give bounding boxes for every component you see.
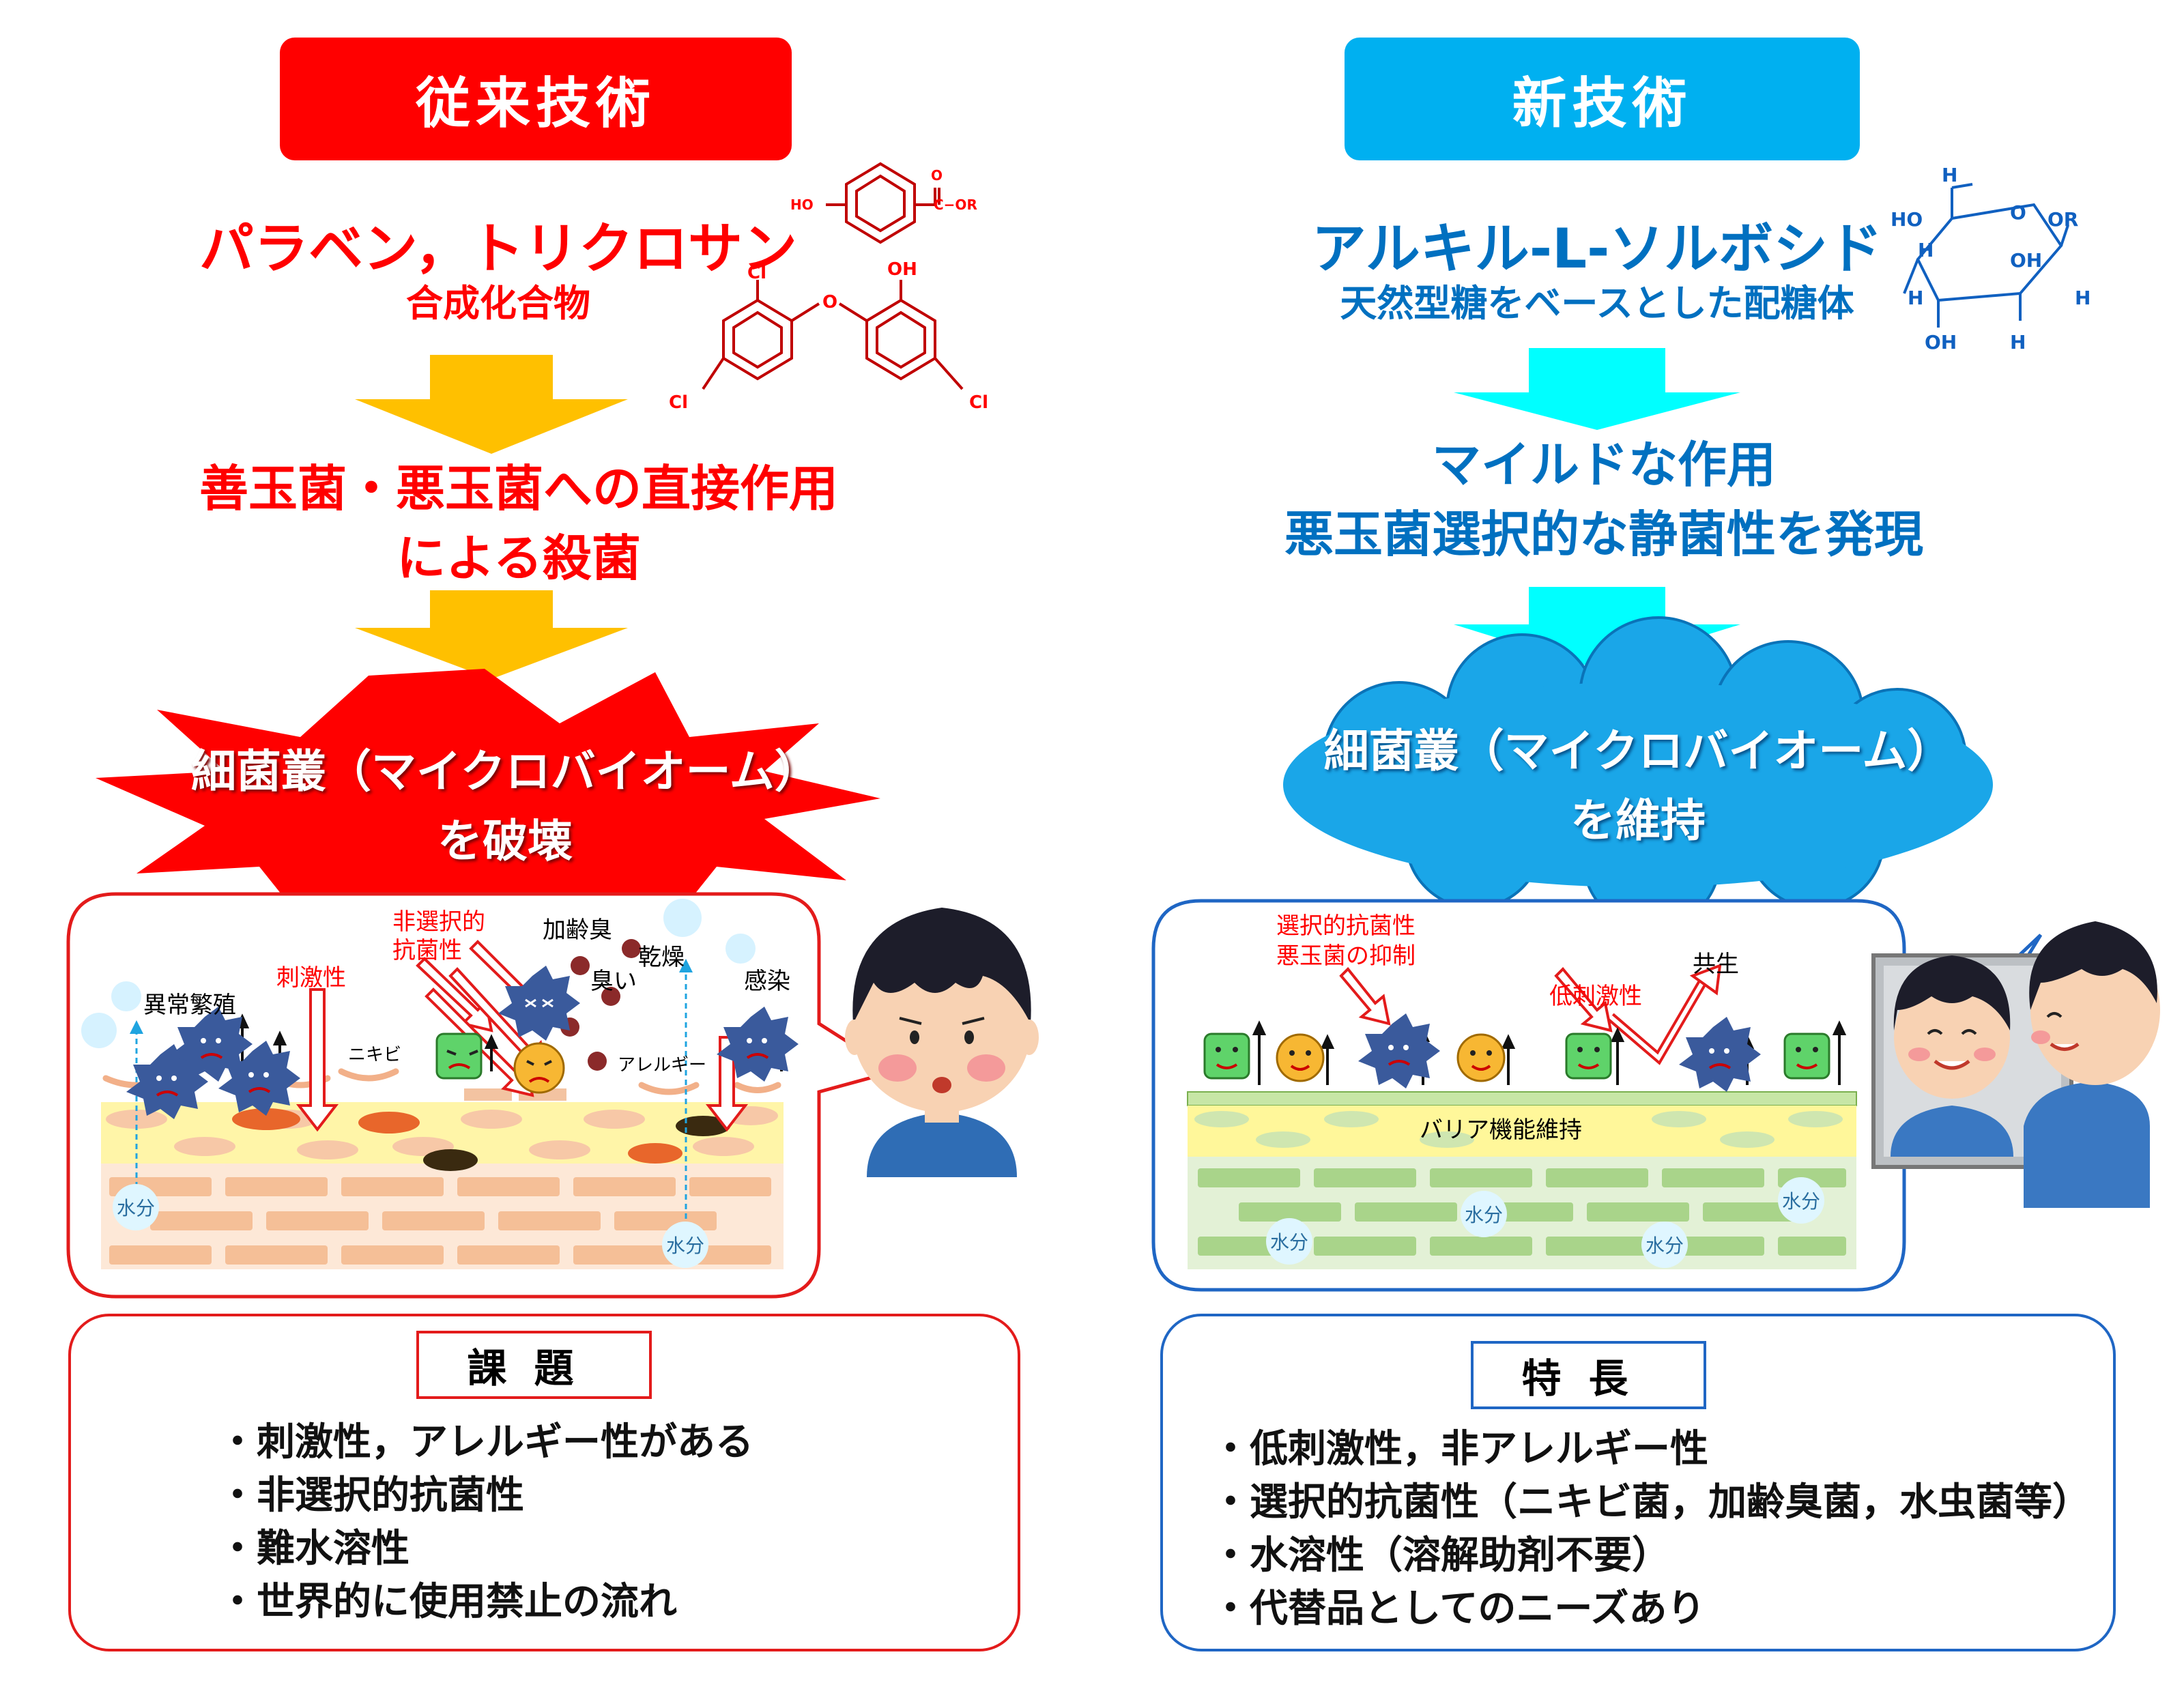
label-selective-antibacterial: 選択的抗菌性 悪玉菌の抑制 [1276,912,1416,970]
list-item: ・選択的抗菌性（ニキビ菌，加齢臭菌，水虫菌等） [1211,1480,2090,1525]
happy-good-bacteria-icon [1456,1033,1506,1082]
happy-good-bacteria-icon [1783,1033,1830,1080]
label-barrier: バリア機能維持 [1420,1116,1582,1144]
water-drop-icon: 水分 [113,1184,159,1230]
happy-good-bacteria-icon [1565,1033,1612,1080]
list-item: ・刺激性，アレルギー性がある [218,1420,753,1464]
chem-label: O [822,292,838,313]
list-item: ・水溶性（溶解助剤不要） [1211,1533,1670,1578]
water-drop-icon: 水分 [1461,1191,1507,1237]
bad-bacteria-icon [126,1044,208,1119]
sick-good-bacteria-icon [435,1033,483,1080]
right-box-title: 特長 [1471,1341,1706,1409]
bad-bacteria-icon [1358,1013,1440,1088]
right-features-box [1160,1314,2116,1651]
label-smell: 臭い [590,968,637,995]
left-header-label: 従来技術 [416,72,656,135]
chem-label: H [1942,164,1958,186]
label-irritation: 刺激性 [276,964,346,992]
list-item: ・低刺激性，非アレルギー性 [1211,1427,1708,1471]
happy-good-bacteria-icon [1203,1033,1250,1080]
chem-label: OH [1925,331,1957,353]
right-compound-subtitle: 天然型糖をベースとした配糖体 [1340,282,1854,325]
chem-label: OH [887,259,917,280]
left-box-title: 課題 [416,1331,652,1399]
chem-label: Cl [969,392,988,413]
chem-label: H [1918,239,1934,261]
sick-good-bacteria-icon [513,1042,565,1094]
right-action: マイルドな作用 悪玉菌選択的な静菌性を発現 [1284,436,1923,563]
water-drop-icon: 水分 [1266,1218,1312,1265]
left-header: 従来技術 [280,38,792,160]
water-drop-icon: 水分 [1778,1177,1824,1224]
left-issues-list: ・刺激性，アレルギー性がある ・非選択的抗菌性 ・難水溶性 ・世界的に使用禁止の… [218,1416,753,1629]
chem-label: HO [1891,208,1923,231]
water-drop-icon: 水分 [662,1222,708,1268]
down-arrow [355,355,628,454]
chem-label: H [2075,287,2091,309]
chem-label: OH [2010,249,2043,272]
right-features-list: ・低刺激性，非アレルギー性 ・選択的抗菌性（ニキビ菌，加齢臭菌，水虫菌等） ・水… [1211,1423,2090,1636]
chem-label: H [2010,331,2026,353]
left-result: 細菌叢（マイクロバイオーム） を破壊 [191,745,820,867]
left-compound-subtitle: 合成化合物 [406,282,590,325]
list-item: ・難水溶性 [218,1527,410,1571]
list-item: ・世界的に使用禁止の流れ [218,1580,677,1624]
down-arrow [355,590,628,679]
right-compound-title: アルキル-L-ソルボシド [1311,217,1883,280]
list-item: ・非選択的抗菌性 [218,1473,524,1518]
bad-bacteria-icon [1679,1017,1761,1092]
chem-label: Cl [747,263,766,283]
down-arrow [1454,348,1740,430]
label-infection: 感染 [744,968,790,995]
label-nonselective: 非選択的 抗菌性 [392,908,485,964]
bad-bacteria-icon [218,1041,300,1116]
right-header: 新技術 [1345,38,1860,160]
right-header-label: 新技術 [1512,72,1693,135]
list-item: ・代替品としてのニーズあり [1211,1587,1706,1631]
chem-label: HO [790,197,814,213]
chem-label: O [2010,201,2026,224]
left-compound-title: パラベン，トリクロサン [199,217,797,280]
chem-label: C−OR [934,197,977,213]
happy-good-bacteria-icon [1276,1033,1325,1082]
bad-bacteria-icon [498,966,580,1041]
label-aging-odor: 加齢臭 [543,916,612,944]
chem-label: O [931,167,943,184]
right-result: 細菌叢（マイクロバイオーム） を維持 [1323,725,1953,847]
label-acne: ニキビ [348,1045,402,1065]
left-action: 善玉菌・悪玉菌への直接作用 による殺菌 [199,460,838,587]
label-abnormal-growth: 異常繁殖 [143,992,236,1019]
chem-label: Cl [669,392,688,413]
water-drop-icon: 水分 [1641,1222,1688,1268]
label-allergy: アレルギー [618,1055,707,1076]
left-issues-box [68,1314,1020,1651]
bad-bacteria-icon [717,1007,799,1082]
chem-label: OR [2048,208,2079,231]
label-low-irritation: 低刺激性 [1549,983,1642,1010]
down-arrow [1454,587,1740,669]
chem-label: H [1908,287,1924,309]
label-dry: 乾燥 [638,944,685,971]
label-symbiosis: 共生 [1693,951,1739,978]
